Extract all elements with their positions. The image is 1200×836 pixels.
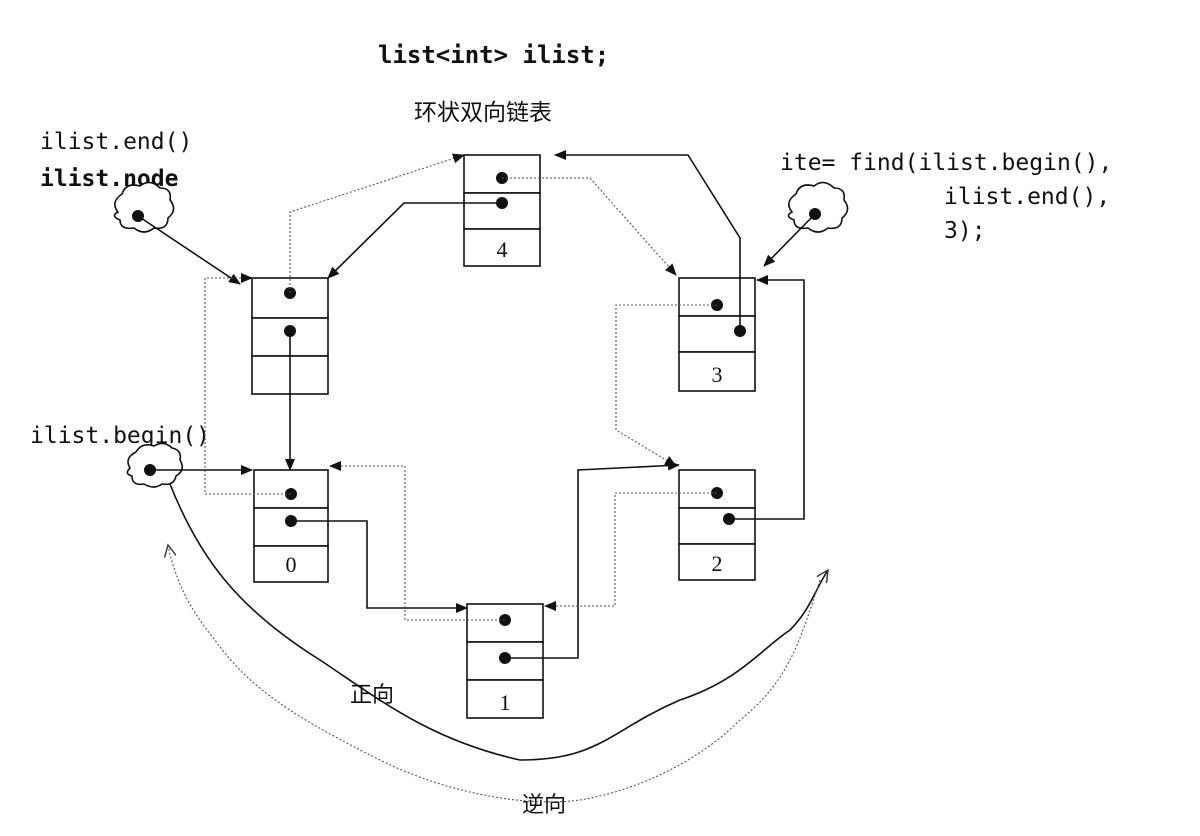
node-2: 2 <box>678 469 756 581</box>
find-line-2: ilist.end(), <box>944 184 1110 210</box>
node-0-value: 0 <box>286 552 297 577</box>
node-4-value: 4 <box>497 237 508 262</box>
node-1-value: 1 <box>500 690 511 715</box>
prev-pointer-arrows <box>204 153 717 621</box>
title-code: list<int> ilist; <box>378 41 609 69</box>
end-node <box>251 277 329 395</box>
node-3: 3 <box>678 277 756 392</box>
forward-direction-curve <box>169 483 828 761</box>
node-4: 4 <box>463 154 541 267</box>
end-iterator-cloud-icon <box>113 181 175 233</box>
begin-label: ilist.begin() <box>30 423 210 449</box>
next-pointer-arrows <box>137 150 816 659</box>
ite-iterator-cloud-icon <box>787 181 849 233</box>
node-3-value: 3 <box>712 362 723 387</box>
subtitle-circular-doubly-linked-list: 环状双向链表 <box>414 100 552 126</box>
node-2-value: 2 <box>712 551 723 576</box>
find-line-1: ite= find(ilist.begin(), <box>780 150 1112 176</box>
find-line-3: 3); <box>944 218 986 244</box>
node-0: 0 <box>253 469 329 583</box>
backward-label: 逆向 <box>522 793 566 818</box>
node-1: 1 <box>466 603 544 719</box>
end-label: ilist.end() <box>40 129 192 155</box>
begin-iterator-cloud-icon <box>126 442 184 488</box>
